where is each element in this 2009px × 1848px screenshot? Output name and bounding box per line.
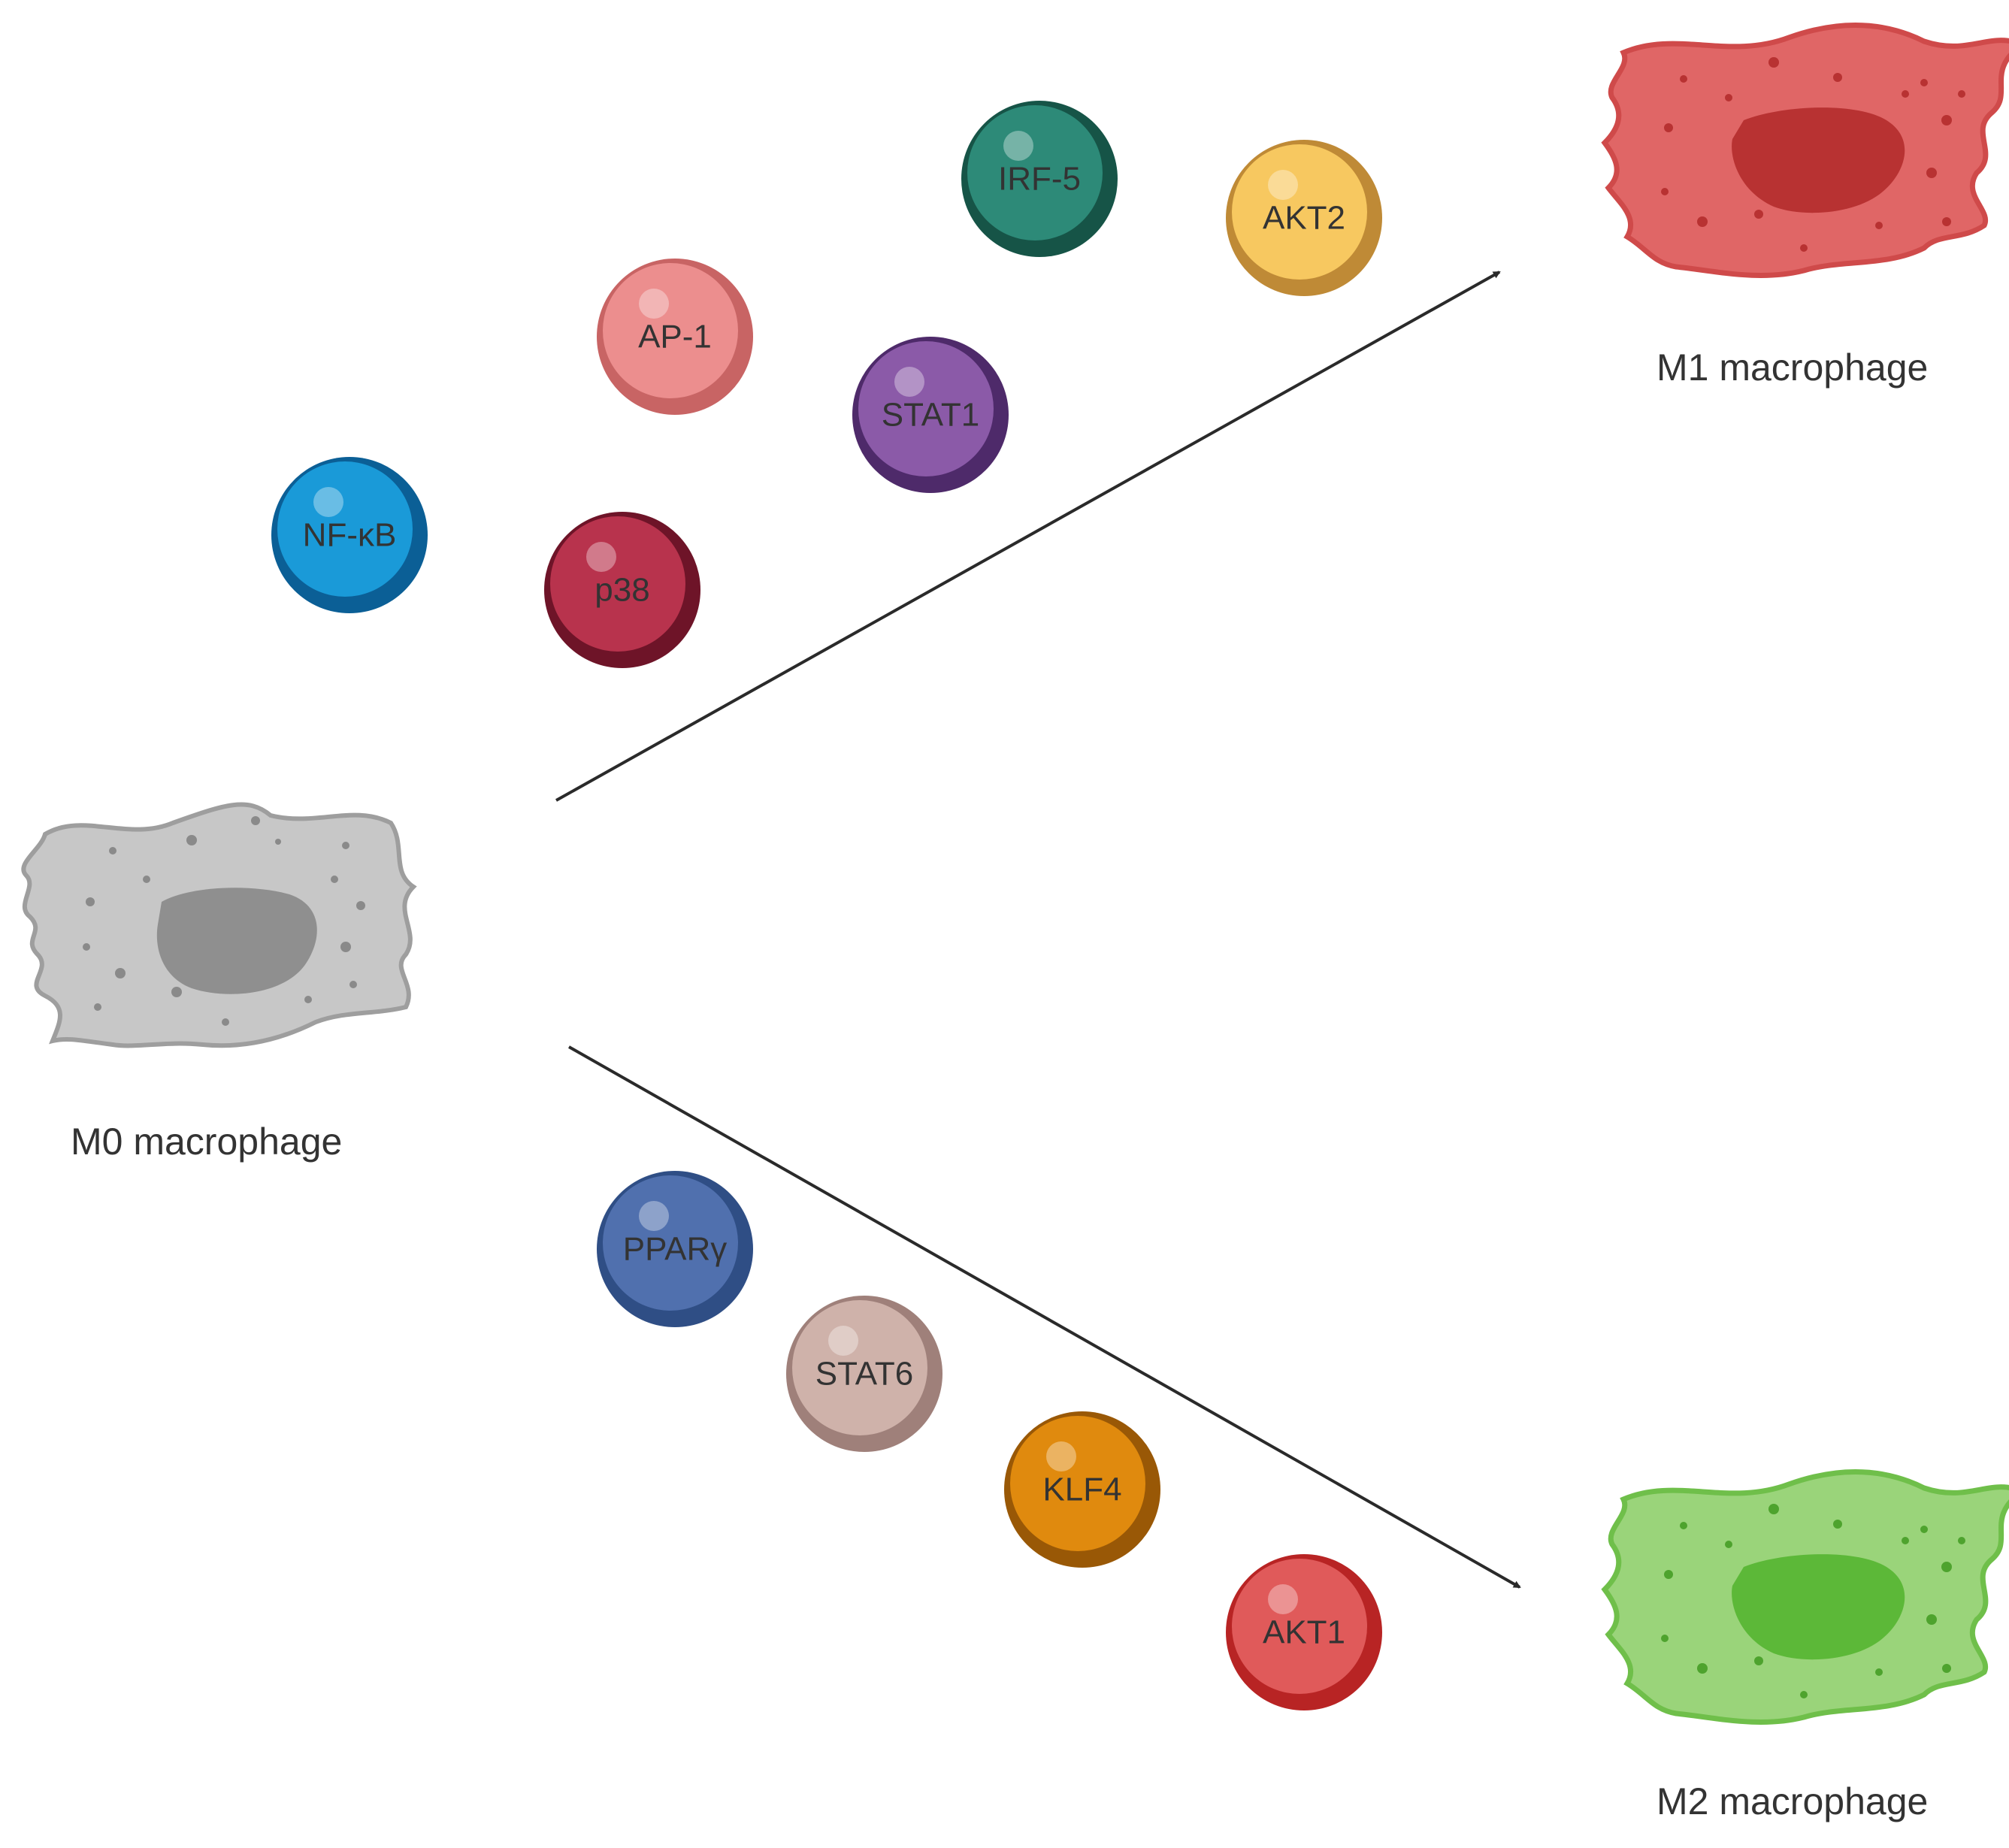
m1-factor-irf-5-4-highlight — [1003, 131, 1033, 161]
m2-factor-ppar-0: PPARγ — [597, 1171, 753, 1327]
m1-factor-irf-5-4-label: IRF-5 — [998, 161, 1081, 198]
m2-factor-akt1-3-label: AKT1 — [1263, 1614, 1345, 1651]
m1-factor-nf-b-0: NF-κB — [271, 457, 428, 613]
m1-factor-ap-1-2: AP-1 — [597, 259, 753, 415]
m1-factor-akt2-5-body — [1232, 144, 1367, 280]
m2-factor-ppar-0-body — [603, 1175, 738, 1311]
m1-factor-nf-b-0-label: NF-κB — [303, 517, 397, 554]
arrow-to-m1 — [555, 271, 1501, 802]
m1-factor-p38-1: p38 — [544, 512, 700, 668]
m1-factor-nf-b-0-highlight — [313, 487, 343, 517]
m2-factor-akt1-3-body — [1232, 1559, 1367, 1694]
m1-factor-akt2-5-highlight — [1268, 170, 1298, 200]
m2-factor-klf4-2-highlight — [1046, 1441, 1076, 1471]
m1-factor-ap-1-2-label: AP-1 — [638, 319, 712, 355]
m1-factor-irf-5-4: IRF-5 — [961, 101, 1118, 257]
m0-macrophage-cell — [21, 802, 417, 1048]
m2-factor-stat6-1: STAT6 — [786, 1296, 942, 1452]
m1-factor-p38-1-label: p38 — [595, 572, 649, 609]
m1-factor-ap-1-2-body — [603, 263, 738, 398]
m2-factor-ppar-0-label: PPARγ — [623, 1231, 728, 1268]
m1-factor-akt2-5-label: AKT2 — [1263, 200, 1345, 237]
arrow-to-m2 — [568, 1045, 1521, 1589]
m1-factor-p38-1-highlight — [586, 542, 616, 572]
m0-macrophage-label: M0 macrophage — [71, 1121, 343, 1163]
m1-factor-ap-1-2-highlight — [639, 289, 669, 319]
m2-factor-stat6-1-label: STAT6 — [815, 1356, 913, 1393]
m1-factor-stat1-3-body — [858, 341, 994, 476]
m1-macrophage-label: M1 macrophage — [1657, 346, 1929, 389]
m2-factor-ppar-0-highlight — [639, 1201, 669, 1231]
m2-macrophage-cell — [1601, 1469, 2009, 1725]
m2-factor-klf4-2-body — [1010, 1416, 1145, 1551]
m2-factor-akt1-3-highlight — [1268, 1584, 1298, 1614]
m2-factor-stat6-1-body — [792, 1300, 927, 1435]
m1-factor-stat1-3-label: STAT1 — [882, 397, 979, 434]
m1-factor-nf-b-0-body — [277, 461, 413, 597]
m1-factor-irf-5-4-body — [967, 105, 1103, 240]
m2-factor-klf4-2: KLF4 — [1004, 1411, 1160, 1568]
m2-factor-akt1-3: AKT1 — [1226, 1554, 1382, 1710]
m1-factor-akt2-5: AKT2 — [1226, 140, 1382, 296]
m2-macrophage-label: M2 macrophage — [1657, 1780, 1929, 1822]
m1-factor-p38-1-body — [550, 516, 685, 652]
m1-factor-stat1-3-highlight — [894, 367, 924, 397]
m1-macrophage-cell — [1601, 23, 2009, 278]
m2-factor-stat6-1-highlight — [828, 1326, 858, 1356]
m2-factor-klf4-2-label: KLF4 — [1042, 1471, 1121, 1508]
m1-factor-stat1-3: STAT1 — [852, 337, 1009, 493]
